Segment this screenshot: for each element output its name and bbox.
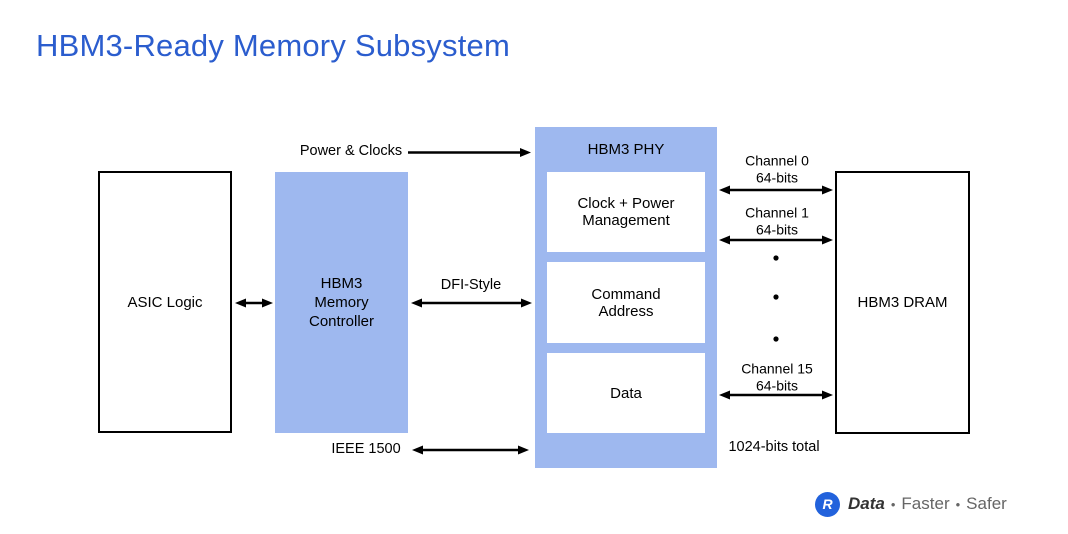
brand-logo-letter: R <box>822 496 833 512</box>
bullet-separator-icon: • <box>890 496 896 512</box>
block-label: ASIC Logic <box>127 293 203 311</box>
phy-sub-clock-power-management: Clock + Power Management <box>547 172 705 252</box>
channel-width: 64-bits <box>755 377 799 393</box>
brand-logo-icon: R <box>815 491 840 517</box>
channel-width: 64-bits <box>755 221 799 237</box>
channel-1-arrow <box>719 235 833 245</box>
channel-name: Channel 15 <box>741 360 813 377</box>
page-title: HBM3-Ready Memory Subsystem <box>36 28 510 63</box>
total-bits-label: 1024-bits total <box>728 439 820 455</box>
channel-15-label: Channel 15 64-bits <box>741 361 813 394</box>
channel-name: Channel 0 <box>745 152 809 169</box>
channel-width: 64-bits <box>755 169 799 185</box>
channel-15-arrow <box>719 390 833 400</box>
dfi-style-label: DFI-Style <box>440 277 502 293</box>
brand-footer: R Data • Faster • Safer <box>815 490 1007 518</box>
phy-sub-command-address: Command Address <box>547 262 705 343</box>
block-hbm3-memory-controller: HBM3 Memory Controller <box>275 172 408 433</box>
asic-controller-arrow <box>235 298 273 308</box>
tagline-word: Faster <box>901 494 950 513</box>
phy-sub-data: Data <box>547 353 705 433</box>
power-clocks-arrow <box>408 148 531 157</box>
channel-0-label: Channel 0 64-bits <box>745 153 809 186</box>
block-hbm3-dram: HBM3 DRAM <box>835 171 970 434</box>
block-hbm3-phy: HBM3 PHY Clock + Power Management Comman… <box>535 127 717 468</box>
block-label: Clock + Power Management <box>577 195 675 229</box>
dfi-arrow <box>411 298 532 308</box>
block-asic-logic: ASIC Logic <box>98 171 232 433</box>
block-label: Command Address <box>591 285 661 320</box>
block-label: HBM3 DRAM <box>857 294 948 311</box>
channel-name: Channel 1 <box>745 204 809 221</box>
phy-title: HBM3 PHY <box>587 141 665 158</box>
channel-ellipsis-dots <box>773 255 779 342</box>
tagline-word: Safer <box>966 494 1007 513</box>
block-label: HBM3 Memory Controller <box>308 275 375 330</box>
ieee-1500-label: IEEE 1500 <box>331 441 401 457</box>
power-clocks-label: Power & Clocks <box>299 143 403 159</box>
bullet-separator-icon: • <box>955 496 961 512</box>
brand-name: Data <box>848 494 885 513</box>
block-label: Data <box>610 384 642 402</box>
ieee1500-arrow <box>412 445 529 455</box>
channel-0-arrow <box>719 185 833 195</box>
channel-1-label: Channel 1 64-bits <box>745 205 809 238</box>
